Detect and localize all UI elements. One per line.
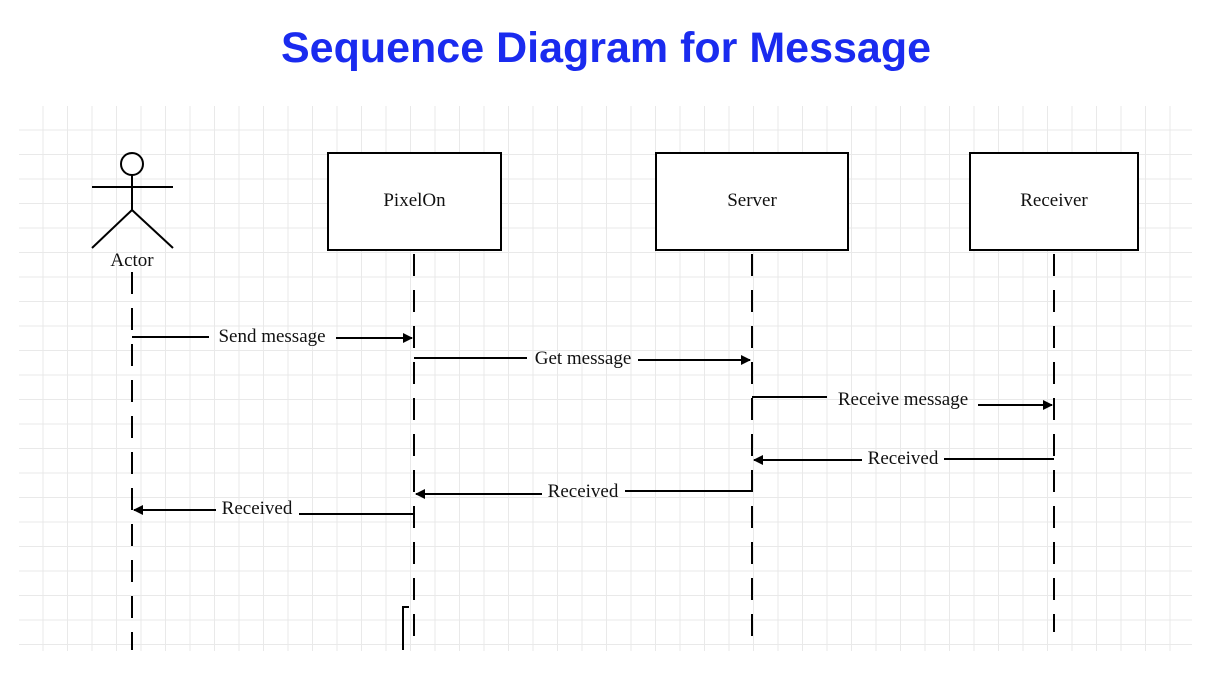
actor-head (120, 152, 144, 176)
message-label-receive: Receive message (838, 389, 968, 410)
message-label-received-pixelon: Received (548, 481, 619, 502)
actor-left-leg (91, 209, 133, 249)
participant-label: Receiver (1020, 190, 1088, 211)
message-label-received-server: Received (868, 448, 939, 469)
actor-figure[interactable] (91, 152, 174, 249)
participant-box (327, 152, 502, 251)
message-label-received-actor: Received (222, 498, 293, 519)
participant-label: Server (727, 190, 777, 211)
activation-bar-fragment (402, 606, 409, 650)
actor-label: Actor (110, 250, 154, 271)
participant-label: PixelOn (383, 190, 446, 211)
participant-receiver[interactable]: Receiver (969, 152, 1139, 251)
participant-server[interactable]: Server (655, 152, 849, 251)
diagram-title: Sequence Diagram for Message (280, 24, 932, 72)
message-label-send: Send message (218, 326, 325, 347)
participant-box (655, 152, 849, 251)
message-label-get: Get message (535, 348, 632, 369)
participant-pixelon[interactable]: PixelOn (327, 152, 502, 251)
participant-box (969, 152, 1139, 251)
actor-right-leg (131, 209, 174, 249)
